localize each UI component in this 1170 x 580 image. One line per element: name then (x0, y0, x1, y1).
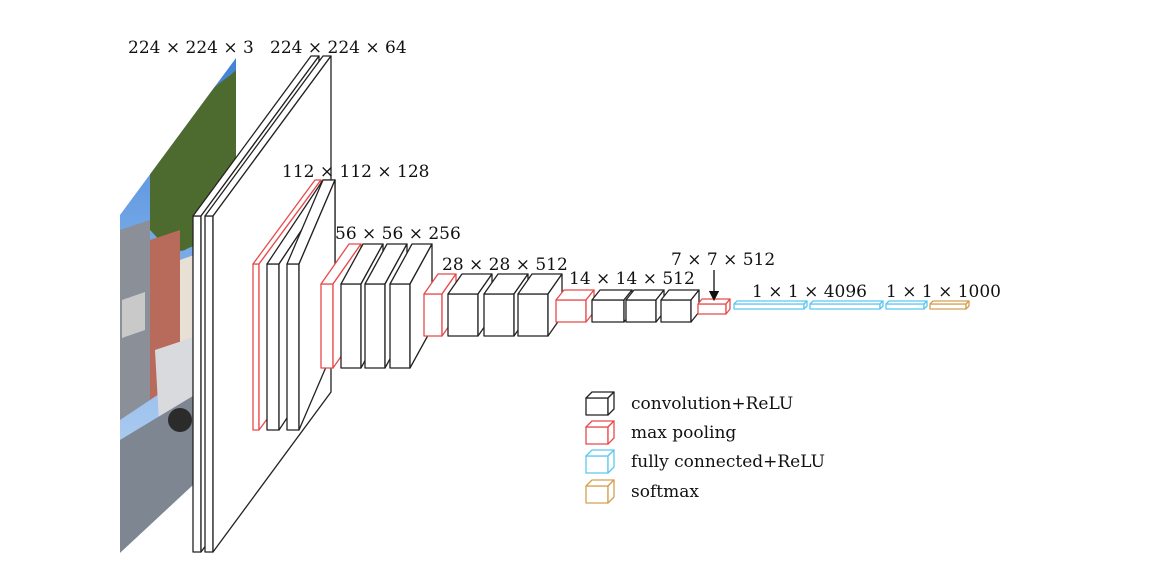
label-input-size: 224 × 224 × 3 (128, 38, 254, 58)
network-layers (192, 55, 970, 553)
conv5-3 (660, 289, 700, 323)
legend-icon-pool (585, 420, 615, 445)
conv5-2 (625, 289, 665, 323)
pool4 (555, 289, 595, 323)
legend-label-softmax: softmax (631, 482, 699, 502)
legend-label-conv: convolution+ReLU (631, 394, 793, 414)
label-block1-size: 224 × 224 × 64 (270, 38, 407, 58)
label-block3-size: 56 × 56 × 256 (335, 224, 461, 244)
conv2-2 (286, 179, 336, 431)
label-fc-size: 1 × 1 × 4096 (752, 282, 867, 302)
label-pool5-size: 7 × 7 × 512 (671, 250, 775, 270)
pool5 (697, 298, 731, 315)
softmax (929, 300, 970, 310)
label-block2-size: 112 × 112 × 128 (282, 162, 429, 182)
legend-icon-softmax (585, 479, 615, 504)
legend-icon-conv (585, 391, 615, 416)
legend-label-pool: max pooling (631, 423, 736, 443)
label-block5-size: 14 × 14 × 512 (569, 269, 695, 289)
label-softmax-size: 1 × 1 × 1000 (886, 282, 1001, 302)
fc7 (809, 300, 884, 310)
legend: convolution+ReLU max pooling fully conne… (585, 391, 825, 504)
fc6 (733, 300, 808, 310)
conv3-3 (389, 243, 433, 369)
legend-icon-fc (585, 449, 615, 474)
legend-label-fc: fully connected+ReLU (631, 452, 825, 472)
fc8 (885, 300, 928, 310)
label-block4-size: 28 × 28 × 512 (442, 255, 568, 275)
